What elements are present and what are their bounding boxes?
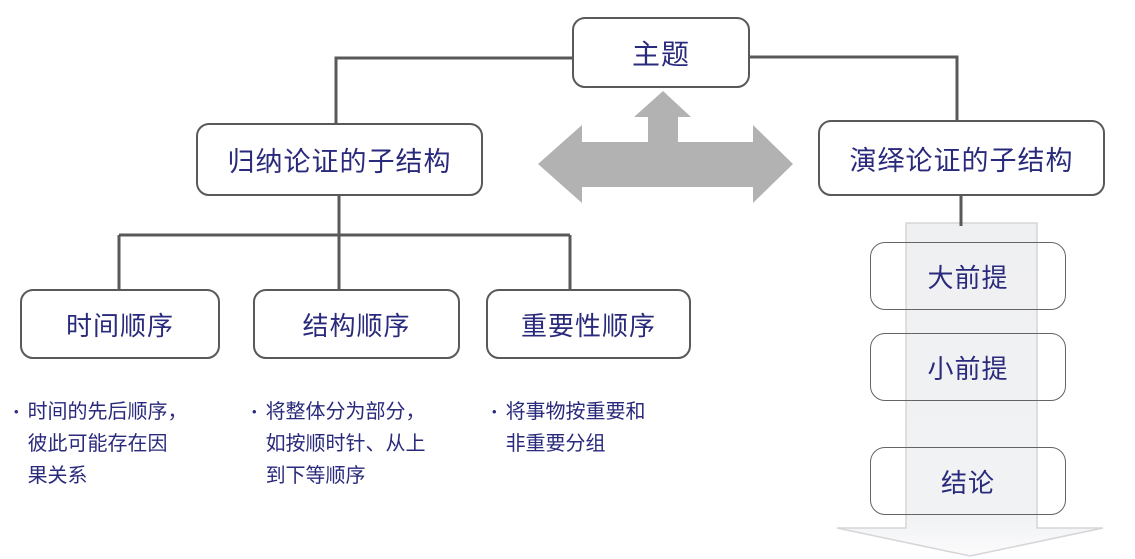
note-line: 将事物按重要和 [505, 401, 646, 423]
connector-root-left [334, 56, 572, 123]
note-importance-order-text: 将事物按重要和 非重要分组 [506, 396, 646, 460]
note-line: 时间的先后顺序， [27, 401, 188, 423]
note-structure-order: • 将整体分为部分， 如按顺时针、从上 到下等顺序 [252, 396, 472, 492]
node-deductive-branch: 演绎论证的子结构 [818, 120, 1105, 196]
bullet-icon: • [492, 404, 497, 419]
bullet-icon: • [252, 404, 257, 419]
node-major-premise-label: 大前提 [927, 262, 1009, 293]
node-major-premise: 大前提 [870, 242, 1066, 310]
node-time-order: 时间顺序 [20, 289, 220, 359]
node-inductive-branch: 归纳论证的子结构 [196, 123, 483, 196]
connector-root-right [750, 55, 959, 120]
connector-left-tree [117, 196, 572, 289]
note-line: 将整体分为部分， [265, 401, 426, 423]
node-structure-order: 结构顺序 [253, 289, 460, 359]
bullet-icon: • [14, 404, 19, 419]
node-importance-order: 重要性顺序 [486, 289, 691, 359]
node-deductive-branch-label: 演绎论证的子结构 [849, 145, 1074, 176]
node-topic: 主题 [572, 17, 750, 88]
note-line: 果关系 [27, 465, 88, 487]
down-arrow-icon [836, 222, 1104, 557]
node-structure-order-label: 结构顺序 [302, 310, 411, 341]
note-line: 如按顺时针、从上 [265, 433, 426, 455]
node-topic-label: 主题 [631, 38, 690, 70]
note-time-order: • 时间的先后顺序， 彼此可能存在因 果关系 [14, 396, 224, 492]
note-importance-order: • 将事物按重要和 非重要分组 [492, 396, 702, 460]
node-minor-premise-label: 小前提 [927, 353, 1009, 384]
note-time-order-text: 时间的先后顺序， 彼此可能存在因 果关系 [28, 396, 188, 492]
node-minor-premise: 小前提 [870, 333, 1066, 401]
note-line: 到下等顺序 [265, 465, 366, 487]
node-importance-order-label: 重要性顺序 [520, 310, 656, 341]
bidirectional-up-arrow-icon [538, 91, 793, 203]
node-inductive-branch-label: 归纳论证的子结构 [227, 147, 452, 177]
note-line: 彼此可能存在因 [27, 433, 168, 455]
node-time-order-label: 时间顺序 [65, 310, 174, 341]
node-conclusion: 结论 [870, 447, 1066, 515]
note-line: 非重要分组 [505, 433, 606, 455]
node-conclusion-label: 结论 [940, 467, 995, 498]
note-structure-order-text: 将整体分为部分， 如按顺时针、从上 到下等顺序 [266, 396, 426, 492]
